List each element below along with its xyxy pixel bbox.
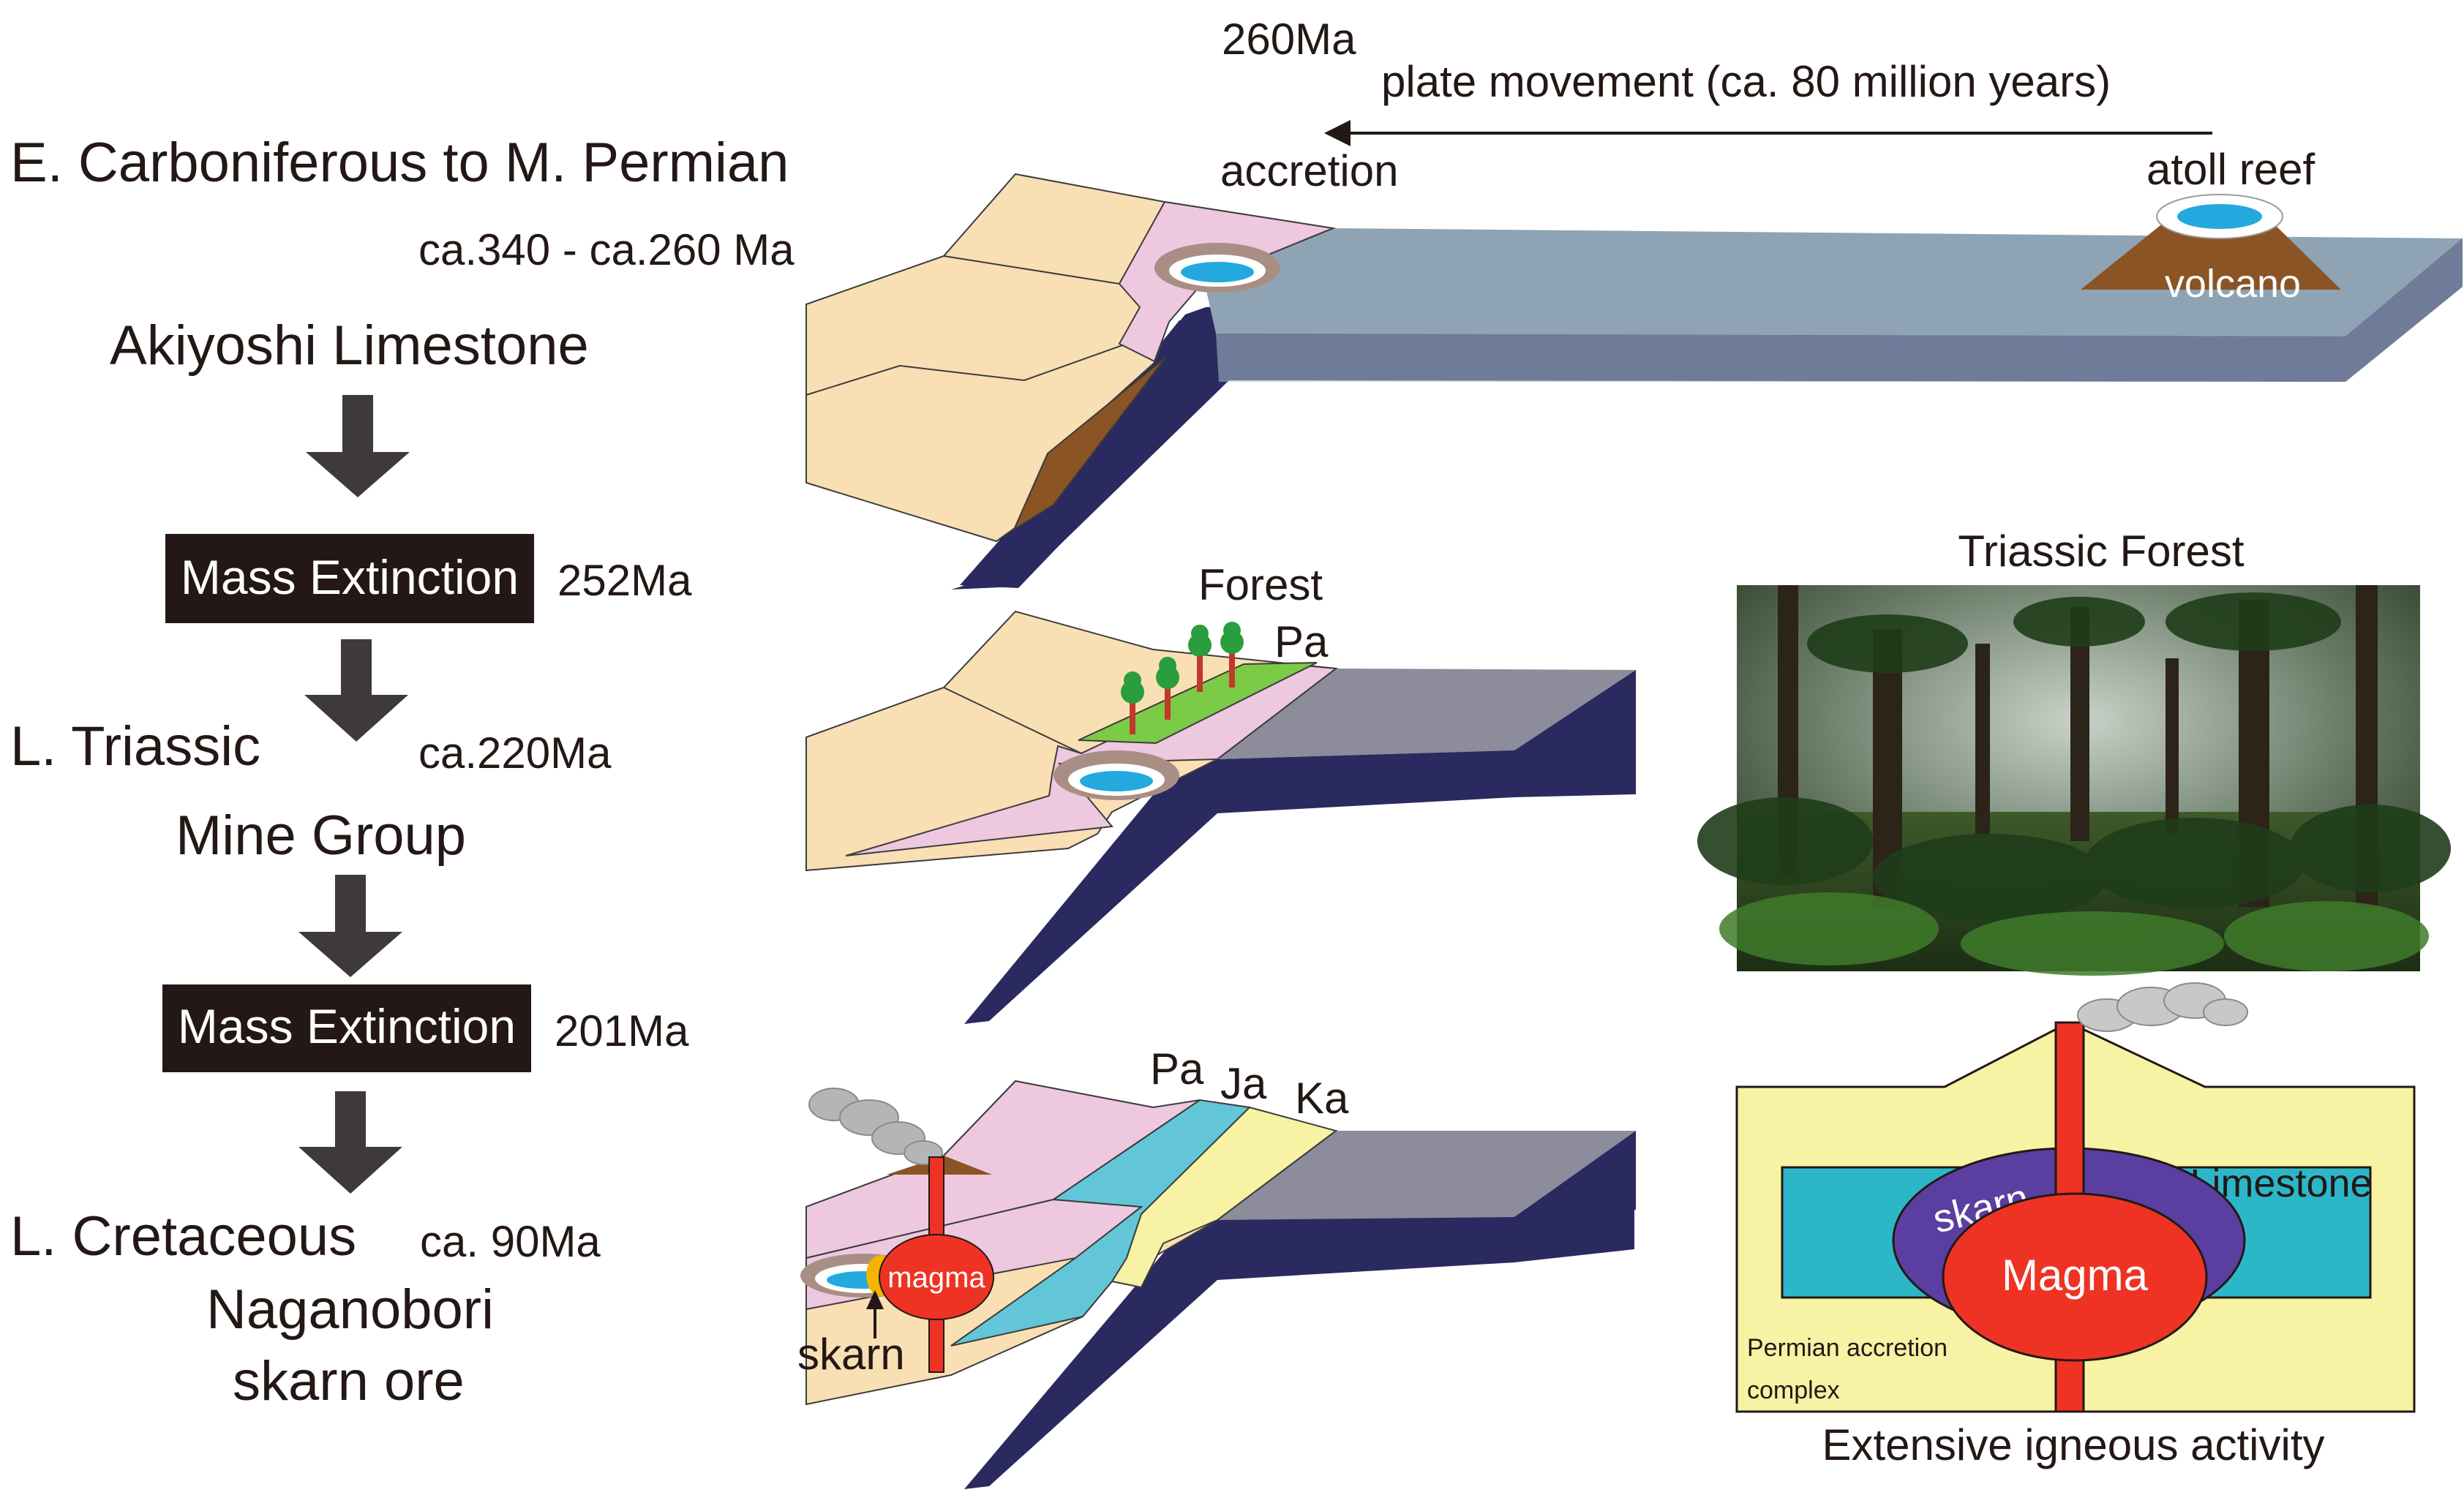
igneous-caption: Extensive igneous activity bbox=[1822, 1420, 2324, 1469]
ka-label: Ka bbox=[1295, 1074, 1349, 1123]
igneous-inset: Limestone skarn Magma Permian accretion … bbox=[1735, 982, 2416, 1469]
timeline-column: E. Carboniferous to M. Permian ca.340 - … bbox=[10, 132, 795, 1412]
accretion-label: accretion bbox=[1220, 146, 1398, 195]
pa-label-mid: Pa bbox=[1274, 617, 1329, 666]
mass-extinction-age-2: 201Ma bbox=[555, 1006, 689, 1055]
complex-label-line2: complex bbox=[1747, 1377, 1840, 1404]
arrow-down-icon bbox=[298, 1091, 402, 1194]
plate-movement-arrow-icon bbox=[1324, 120, 2212, 146]
forest-label: Forest bbox=[1198, 560, 1323, 609]
panel-cretaceous: Pa Ja Ka magma skarn bbox=[797, 1044, 1636, 1489]
tree-icon bbox=[1121, 622, 1244, 734]
skarn-label-bot: skarn bbox=[797, 1330, 905, 1379]
oceanic-plate-bot bbox=[964, 1205, 1634, 1489]
arrow-down-icon bbox=[304, 639, 408, 742]
mass-extinction-label-2: Mass Extinction bbox=[178, 999, 516, 1053]
forest-belt bbox=[1078, 662, 1318, 745]
volcano bbox=[2081, 222, 2341, 290]
yellow-unit-bot bbox=[1111, 1106, 1338, 1289]
period1-label: E. Carboniferous to M. Permian bbox=[10, 132, 789, 194]
plate-movement-label: plate movement (ca. 80 million years) bbox=[1381, 57, 2111, 106]
triassic-forest-title: Triassic Forest bbox=[1958, 527, 2244, 576]
panel-260ma: 260Ma plate movement (ca. 80 million yea… bbox=[805, 15, 2463, 590]
mass-extinction-box-1 bbox=[165, 534, 534, 623]
period3-age: ca. 90Ma bbox=[420, 1217, 601, 1266]
sea-floor-bot bbox=[1217, 1131, 1636, 1220]
unit3-label-line2: skarn ore bbox=[233, 1350, 465, 1412]
atoll-reef-label: atoll reef bbox=[2146, 145, 2315, 194]
smoke-icon bbox=[2077, 982, 2248, 1032]
magma-chamber bbox=[1942, 1192, 2208, 1362]
unit2-label: Mine Group bbox=[176, 805, 466, 867]
unit3-label-line1: Naganobori bbox=[206, 1279, 494, 1341]
oceanic-plate-mid bbox=[964, 746, 1636, 1024]
arrow-down-icon bbox=[298, 875, 402, 977]
mass-extinction-box-2 bbox=[162, 984, 531, 1072]
panel-triassic: Forest Pa bbox=[805, 560, 1636, 1024]
volcano-label: volcano bbox=[2165, 262, 2301, 306]
unit1-label: Akiyoshi Limestone bbox=[110, 315, 589, 377]
accretion-unit bbox=[1118, 200, 1336, 363]
age-260ma: 260Ma bbox=[1222, 15, 1356, 64]
sea-front bbox=[1216, 238, 2463, 382]
skarn-pointer-icon bbox=[866, 1290, 884, 1338]
magma-chamber-bot bbox=[879, 1234, 994, 1320]
period2-age: ca.220Ma bbox=[418, 728, 612, 777]
complex-label-line1: Permian accretion bbox=[1747, 1334, 1947, 1362]
magma-label: Magma bbox=[2002, 1251, 2149, 1300]
sea-floor-mid bbox=[1217, 669, 1636, 759]
period3-label: L. Cretaceous bbox=[10, 1205, 356, 1268]
mass-extinction-label-1: Mass Extinction bbox=[181, 550, 519, 604]
arrow-down-icon bbox=[306, 395, 410, 497]
sediment-wedge bbox=[1012, 356, 1167, 532]
period1-age: ca.340 - ca.260 Ma bbox=[418, 225, 795, 274]
triassic-forest-photo: Triassic Forest bbox=[1697, 527, 2451, 976]
mass-extinction-age-1: 252Ma bbox=[557, 556, 692, 605]
period2-label: L. Triassic bbox=[10, 715, 260, 777]
ja-label: Ja bbox=[1220, 1059, 1267, 1108]
pa-label-bot: Pa bbox=[1150, 1044, 1204, 1093]
magma-label-bot: magma bbox=[887, 1262, 985, 1294]
smoke-icon bbox=[808, 1088, 943, 1165]
